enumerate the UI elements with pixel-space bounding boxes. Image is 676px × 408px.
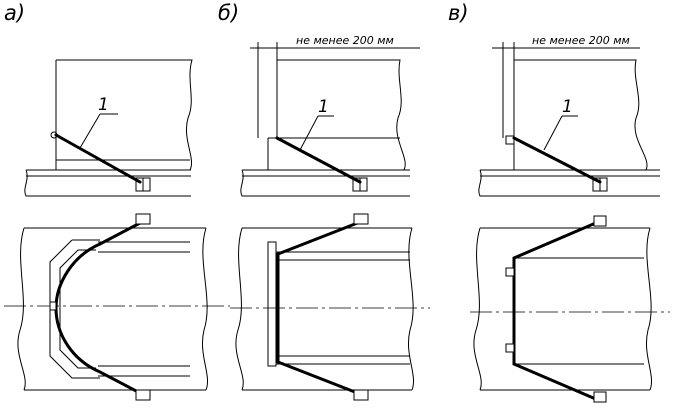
panel-b-dimension: не менее 200 мм: [296, 34, 394, 47]
panel-a-tie: [54, 133, 142, 184]
panel-a-callout: 1: [98, 95, 109, 115]
panel-b-letter: б): [218, 1, 239, 25]
panel-b-side-view: б) не менее 200 мм 1: [218, 1, 420, 197]
panel-a-side-view: а) 1: [4, 1, 193, 197]
panel-c-tie: [512, 136, 602, 184]
panel-a-letter: а): [4, 1, 25, 25]
panel-c-plan-view: [470, 215, 670, 403]
panel-b-callout: 1: [318, 97, 329, 117]
panel-c-callout: 1: [562, 97, 573, 117]
panel-b-plan-view: [230, 213, 430, 401]
panel-c-side-view: в) не менее 200 мм 1: [448, 1, 660, 197]
panel-c-letter: в): [448, 1, 469, 25]
panel-c-dimension: не менее 200 мм: [532, 34, 630, 47]
panel-c-u-tie: [512, 220, 600, 402]
panel-a-plan-view: [4, 213, 230, 401]
panel-a-u-tie: [54, 220, 144, 396]
panel-b-tie: [275, 136, 362, 184]
